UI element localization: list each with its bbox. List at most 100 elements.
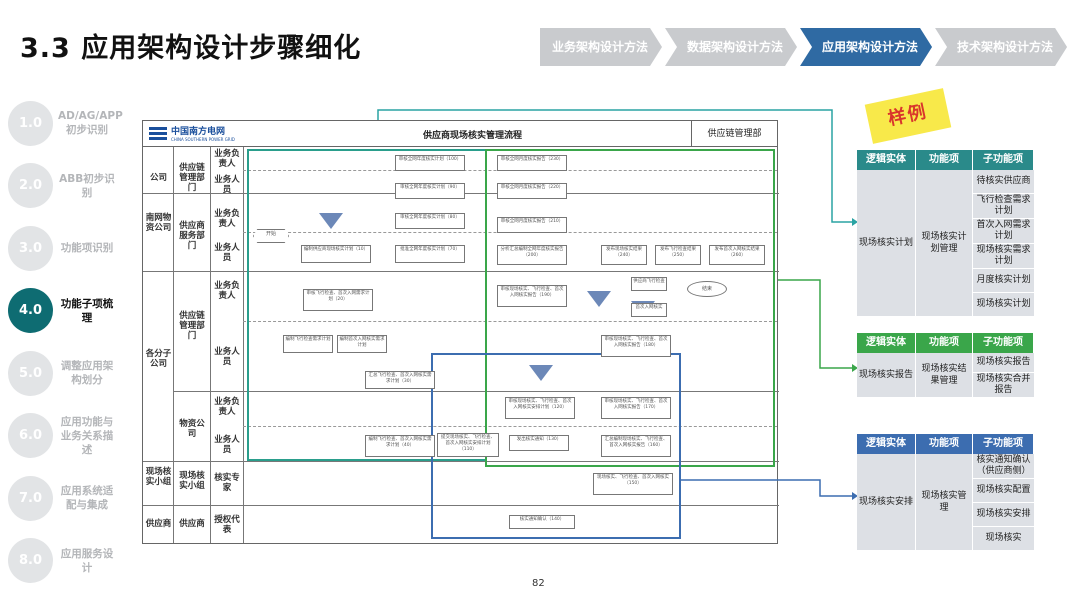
subfunction-item: 现场核实计划 — [976, 299, 1031, 309]
role-label: 授权代表 — [214, 515, 240, 535]
subfunction-item: 核实通知确认（供应商侧） — [973, 454, 1034, 479]
process-box: 审核全网年度核实计划（90） — [395, 183, 465, 199]
lane-label: 现场核实小组 — [145, 467, 172, 487]
role-label: 业务人员 — [214, 243, 240, 263]
process-box: 提交现场核实、飞行检查、首次入网核实安排计划（110） — [437, 433, 499, 457]
diagram-title: 供应商现场核实管理流程 — [423, 131, 523, 141]
role-label: 业务负责人 — [214, 209, 240, 229]
entity-cell: 现场核实安排 — [857, 454, 916, 550]
sidebar-item-2[interactable]: 2.0 ABB初步识别 — [8, 155, 118, 218]
sidebar-item-1[interactable]: 1.0 AD/AG/APP初步识别 — [8, 92, 123, 155]
diagram-org: 供应链管理部 — [691, 121, 777, 147]
process-box: 核实通知确认（140） — [509, 515, 575, 529]
sidebar-item-8[interactable]: 8.0 应用服务设计 — [8, 530, 118, 593]
sidebar-item-label: 调整应用架构划分 — [60, 360, 114, 387]
method-steps: 业务架构设计方法 数据架构设计方法 应用架构设计方法 技术架构设计方法 — [540, 28, 1070, 66]
function-cell: 现场核实管理 — [916, 454, 973, 550]
row-divider — [143, 461, 779, 462]
header-function: 功能项 — [916, 434, 973, 454]
subfunction-item: 待核实供应商 — [973, 170, 1034, 194]
process-box: 审核现场核实、飞行检查、首次入网核实报告（170） — [601, 397, 671, 419]
lane-label: 各分子公司 — [145, 349, 172, 369]
function-cell: 现场核实计划管理 — [916, 170, 973, 316]
role-label: 业务人员 — [214, 435, 240, 455]
process-box: 审核全网月度核实报告（210） — [497, 217, 567, 233]
logic-table-plan: 逻辑实体 功能项 子功能项 现场核实计划 现场核实计划管理 待核实供应商 飞行检… — [857, 150, 1034, 316]
step-number-circle: 8.0 — [8, 538, 53, 584]
lane-divider — [173, 147, 174, 543]
role-label: 核实专家 — [214, 473, 240, 493]
header-subfunction: 子功能项 — [973, 333, 1034, 353]
subfunction-item: 现场核实合并报告 — [976, 374, 1031, 395]
logo-text: 中国南方电网 — [171, 126, 226, 137]
process-box: 审核现场核实、飞行检查、首次入网核实报告（180） — [601, 335, 671, 357]
subfunction-item: 月度核实计划 — [973, 269, 1034, 293]
table-body: 现场核实安排 现场核实管理 核实通知确认（供应商侧） 现场核实配置 现场核实安排… — [857, 454, 1034, 550]
header-function: 功能项 — [916, 150, 973, 170]
row-divider — [143, 505, 779, 506]
lane-divider — [210, 147, 211, 543]
sidebar-item-4[interactable]: 4.0 功能子项梳理 — [8, 280, 118, 343]
process-box: 汇总飞行检查、首次入网核实需求计划（30） — [365, 371, 435, 389]
subfunction-item: 现场核实报告 — [973, 353, 1034, 373]
subfunction-list: 现场核实报告 现场核实合并报告 — [973, 353, 1034, 397]
step-application-architecture[interactable]: 应用架构设计方法 — [800, 28, 932, 66]
step-technology-architecture[interactable]: 技术架构设计方法 — [935, 28, 1067, 66]
lane-label: 供应商 — [179, 519, 205, 529]
process-box: 发布首次入网核实结果（260） — [709, 245, 765, 265]
subfunction-item: 首次入网需求计划 — [973, 219, 1034, 244]
header-entity: 逻辑实体 — [857, 434, 916, 454]
sidebar-item-label: 应用服务设计 — [60, 547, 114, 574]
step-data-architecture[interactable]: 数据架构设计方法 — [665, 28, 797, 66]
diagram-header: 中国南方电网 CHINA SOUTHERN POWER GRID 供应商现场核实… — [143, 121, 777, 147]
process-box: 发布飞行检查结果（250） — [655, 245, 701, 265]
sidebar-item-label: 应用功能与业务关系描述 — [60, 415, 114, 456]
sidebar-item-3[interactable]: 3.0 功能项识别 — [8, 217, 118, 280]
header-subfunction: 子功能项 — [973, 434, 1034, 454]
process-box: 编制供应商现场核实计划（10） — [301, 245, 371, 263]
step-number-circle: 1.0 — [8, 100, 53, 146]
step-business-architecture[interactable]: 业务架构设计方法 — [540, 28, 662, 66]
subfunction-list: 核实通知确认（供应商侧） 现场核实配置 现场核实安排 现场核实 — [973, 454, 1034, 550]
subfunction-item: 现场核实配置 — [973, 479, 1034, 503]
process-box: 供应商飞行检查 — [631, 277, 667, 291]
process-box: 现场核实、飞行检查、首次入网核实（150） — [593, 473, 673, 495]
logic-table-arrangement: 逻辑实体 功能项 子功能项 现场核实安排 现场核实管理 核实通知确认（供应商侧）… — [857, 434, 1034, 550]
document-marker — [319, 213, 343, 229]
role-label: 业务负责人 — [214, 281, 240, 301]
sidebar-item-label: 功能子项梳理 — [60, 297, 114, 324]
sidebar-item-label: AD/AG/APP初步识别 — [58, 110, 123, 137]
process-sidebar: 1.0 AD/AG/APP初步识别 2.0 ABB初步识别 3.0 功能项识别 … — [8, 92, 123, 593]
process-box: 编制飞行检查、首次入网核实需求计划（40） — [365, 435, 435, 457]
role-label: 业务人员 — [214, 175, 240, 195]
document-marker — [529, 365, 553, 381]
lane-label: 供应商 — [145, 519, 172, 529]
table-header: 逻辑实体 功能项 子功能项 — [857, 333, 1034, 353]
lane-label: 供应链管理部门 — [179, 163, 205, 193]
process-box: 审核全网月度核实报告（230） — [497, 155, 567, 171]
lane-label: 南网物资公司 — [145, 213, 172, 233]
table-body: 现场核实计划 现场核实计划管理 待核实供应商 飞行检查需求计划 首次入网需求计划… — [857, 170, 1034, 316]
subfunction-item: 现场核实 — [985, 533, 1022, 543]
role-label: 业务人员 — [214, 347, 240, 367]
header-entity: 逻辑实体 — [857, 333, 916, 353]
entity-cell: 现场核实报告 — [857, 353, 916, 397]
process-box: 编制飞行检查需求计划 — [283, 335, 333, 353]
dashed-divider — [243, 321, 777, 322]
sidebar-item-6[interactable]: 6.0 应用功能与业务关系描述 — [8, 405, 118, 468]
step-number-circle: 3.0 — [8, 225, 53, 271]
sidebar-item-7[interactable]: 7.0 应用系统适配与集成 — [8, 467, 118, 530]
document-marker — [587, 291, 611, 307]
step-number-circle: 6.0 — [8, 413, 53, 459]
lane-label: 公司 — [149, 173, 167, 183]
process-box: 审核全网年度核实计划（100） — [395, 155, 465, 171]
header-entity: 逻辑实体 — [857, 150, 916, 170]
step-number-circle: 7.0 — [8, 475, 53, 521]
subfunction-list: 待核实供应商 飞行检查需求计划 首次入网需求计划 现场核实需求计划 月度核实计划… — [973, 170, 1034, 316]
process-box: 审核现场核实、飞行检查、首次入网核实报告（190） — [497, 285, 567, 307]
sidebar-item-label: ABB初步识别 — [59, 172, 115, 199]
logic-table-report: 逻辑实体 功能项 子功能项 现场核实报告 现场核实结果管理 现场核实报告 现场核… — [857, 333, 1034, 397]
sample-stamp: 样例 — [864, 88, 952, 144]
sidebar-item-5[interactable]: 5.0 调整应用架构划分 — [8, 342, 118, 405]
subfunction-item: 现场核实需求计划 — [973, 244, 1034, 269]
